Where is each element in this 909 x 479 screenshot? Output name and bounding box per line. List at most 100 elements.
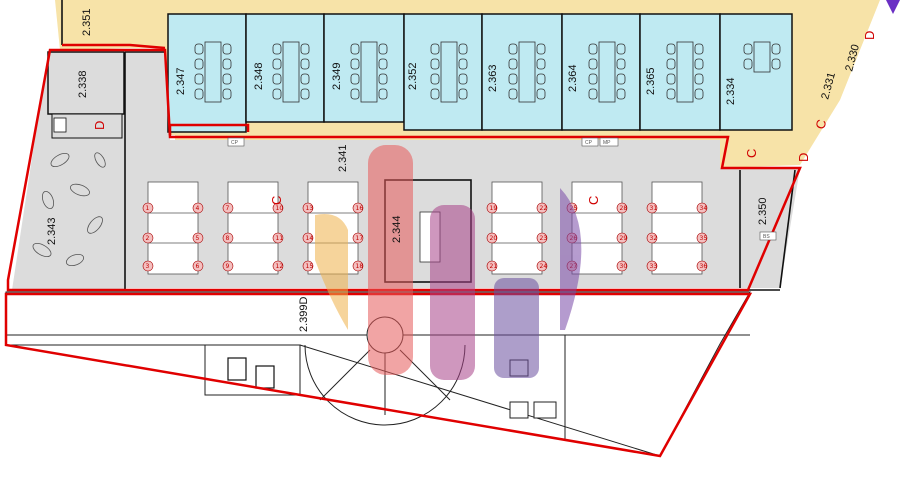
seat[interactable] [192,260,204,272]
seat-number: 6 [196,263,200,270]
marker-d2: D [862,31,877,40]
chair-icon [430,43,440,55]
seat[interactable] [616,202,628,214]
seat-number: 24 [540,263,548,270]
seat-number: 32 [650,235,658,242]
chair-icon [771,58,781,70]
room-labels: 2.351 2.338 2.347 2.348 2.349 2.352 2.36… [46,8,862,332]
seat-number: 28 [620,205,628,212]
label-2352: 2.352 [407,62,419,90]
chair-icon [616,43,626,55]
chair-icon [588,73,598,85]
chair-icon [378,73,388,85]
chair-icon [771,43,781,55]
marker-c1: C [269,196,284,205]
seat[interactable] [192,232,204,244]
meeting-room-2348[interactable] [245,13,325,123]
seat[interactable] [142,202,154,214]
seat[interactable] [302,232,314,244]
sink-icon [53,117,67,133]
seat[interactable] [536,232,548,244]
label-2341: 2.341 [337,144,349,172]
open-office-area [125,52,800,288]
exit-marker [886,0,900,14]
seat[interactable] [646,232,658,244]
chair-icon [272,73,282,85]
seat[interactable] [272,232,284,244]
seat[interactable] [302,202,314,214]
seat[interactable] [486,260,498,272]
seat[interactable] [696,260,708,272]
meeting-room-2364[interactable] [561,13,641,131]
tag-cp1: CP [231,140,239,146]
seat[interactable] [536,260,548,272]
chair-icon [222,88,232,100]
room-2338[interactable] [47,51,125,115]
chair-icon [194,73,204,85]
watermark-logo [315,145,582,380]
meeting-table [753,41,771,73]
seat[interactable] [646,260,658,272]
seat[interactable] [142,232,154,244]
chair-icon [743,58,753,70]
seat-number: 15 [306,263,314,270]
seat[interactable] [352,202,364,214]
meeting-room-2363[interactable] [481,13,563,131]
chair-icon [272,88,282,100]
marker-c3: C [744,149,759,158]
chair-icon [616,88,626,100]
seat-number: 23 [540,235,548,242]
seat[interactable] [272,202,284,214]
marker-sec: C [812,118,829,131]
seat[interactable] [302,260,314,272]
chair-icon [194,88,204,100]
chair-icon [694,43,704,55]
chair-icon [536,43,546,55]
seat[interactable] [142,260,154,272]
seat[interactable] [696,232,708,244]
seat[interactable] [222,202,234,214]
seat[interactable] [536,202,548,214]
seat[interactable] [352,260,364,272]
seat-number: 9 [226,263,230,270]
chair-icon [666,58,676,70]
seat[interactable] [486,232,498,244]
seat[interactable] [352,232,364,244]
label-2351: 2.351 [81,8,93,36]
seat[interactable] [616,232,628,244]
chair-icon [694,88,704,100]
meeting-room-2365[interactable] [639,13,721,131]
seat[interactable] [696,202,708,214]
meeting-table [598,41,616,103]
meeting-table [518,41,536,103]
seat[interactable] [192,202,204,214]
label-2349: 2.349 [331,62,343,90]
seat-number: 16 [356,205,364,212]
seat[interactable] [222,232,234,244]
label-2363: 2.363 [487,64,499,92]
seat-number: 17 [356,235,364,242]
seat[interactable] [272,260,284,272]
meeting-room-2352[interactable] [403,13,483,131]
chair-icon [194,58,204,70]
seat-number: 14 [306,235,314,242]
seat-number: 13 [306,205,314,212]
seat-number: 4 [196,205,200,212]
seat-number: 20 [490,235,498,242]
chair-icon [272,58,282,70]
seat[interactable] [646,202,658,214]
chair-icon [508,73,518,85]
chair-icon [588,58,598,70]
chair-icon [666,88,676,100]
seat-number: 3 [146,263,150,270]
chair-icon [378,88,388,100]
chair-icon [458,43,468,55]
tag-bs: BS [763,234,770,240]
meeting-room-2347[interactable] [167,13,247,133]
meeting-table [440,41,458,103]
meeting-rooms [167,13,793,133]
seat[interactable] [222,260,234,272]
seat[interactable] [486,202,498,214]
seat[interactable] [616,260,628,272]
